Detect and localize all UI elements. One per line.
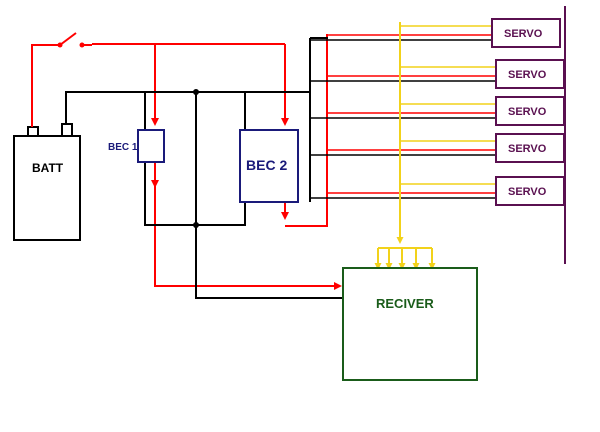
- servo-5-box: [495, 176, 565, 206]
- servo-2-box: [495, 59, 565, 89]
- battery-terminal-negative: [61, 123, 73, 137]
- junction-dot-bottom: [193, 222, 199, 228]
- bec2-label: BEC 2: [246, 157, 287, 173]
- servo-2-label: SERVO: [508, 69, 547, 81]
- servo-1-label: SERVO: [504, 28, 543, 40]
- battery-terminal-positive: [27, 126, 39, 137]
- batt-ground-wire: [65, 91, 310, 124]
- battery: BATT: [13, 123, 81, 241]
- ground-wiring: [65, 37, 342, 299]
- servo-5-label: SERVO: [508, 186, 547, 198]
- bec1-to-receiver: [154, 186, 342, 290]
- servo-4-label: SERVO: [508, 143, 547, 155]
- receiver-label: RECIVER: [376, 296, 434, 311]
- positive-wiring: [31, 32, 342, 290]
- servo-4-box: [495, 133, 565, 163]
- bec2-box: [239, 129, 299, 203]
- servo-3-label: SERVO: [508, 106, 547, 118]
- ground-to-receiver: [195, 92, 342, 299]
- switch-contact-left: [57, 42, 63, 48]
- bec2-to-servo-bus: [285, 34, 328, 227]
- servo-3-box: [495, 96, 565, 126]
- receiver: RECIVER: [342, 267, 478, 381]
- receiver-box: [342, 267, 478, 381]
- servo-leads: [310, 25, 496, 199]
- bec1-box: [137, 129, 165, 163]
- signal-wiring: [374, 22, 436, 270]
- servo-1-box: [491, 18, 561, 48]
- servos: SERVO SERVO SERVO SERVO SERVO: [491, 18, 565, 206]
- junction-dot-top: [193, 89, 199, 95]
- bec1: BEC 1: [108, 129, 165, 163]
- battery-body: [13, 135, 81, 241]
- switch-contacts: [57, 42, 85, 48]
- switch-lever: [59, 32, 77, 46]
- batt-positive-wire: [31, 44, 58, 127]
- bec2: BEC 2: [239, 129, 299, 203]
- battery-label: BATT: [32, 161, 64, 175]
- bec1-label: BEC 1: [108, 142, 138, 153]
- switch-contact-right: [79, 42, 85, 48]
